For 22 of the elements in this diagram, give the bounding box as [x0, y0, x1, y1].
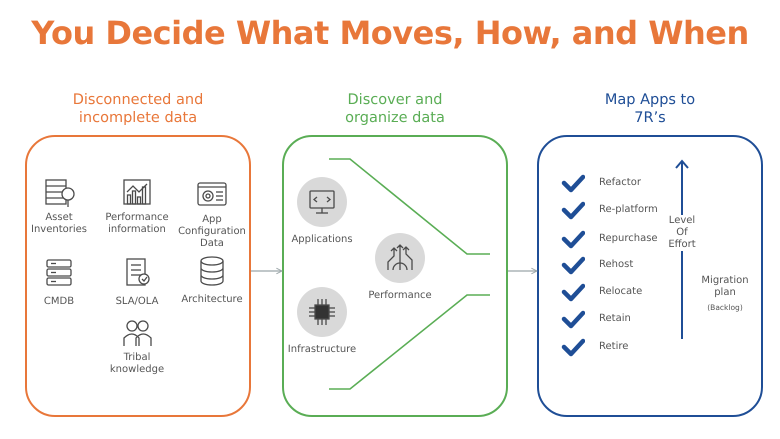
option-label: Refactor [599, 177, 641, 189]
option-label: Retain [599, 313, 631, 325]
item-label: Infrastructure [288, 344, 356, 356]
option-label: Relocate [599, 286, 642, 298]
option-label: Re-platform [599, 204, 658, 216]
arrow [251, 268, 282, 274]
item-label: App Configuration Data [177, 214, 247, 250]
item-label: Asset Inventories [30, 212, 88, 236]
option-label: Retire [599, 341, 628, 353]
option-label: Rehost [599, 259, 634, 271]
item-label: CMDB [44, 296, 74, 308]
item-label: Applications [291, 234, 353, 246]
title: You Decide What Moves, How, and When [30, 14, 750, 52]
item-label: Architecture [181, 294, 243, 306]
item-label: Performance [368, 290, 432, 302]
item-label: Tribal knowledge [108, 352, 166, 376]
panel-heading: Map Apps to 7R’s [604, 91, 696, 127]
item-label: SLA/OLA [116, 296, 158, 308]
arrow [508, 268, 538, 274]
option-label: Repurchase [599, 233, 658, 245]
panel-heading: Discover and organize data [344, 91, 446, 127]
panel-heading: Disconnected and incomplete data [72, 91, 204, 127]
